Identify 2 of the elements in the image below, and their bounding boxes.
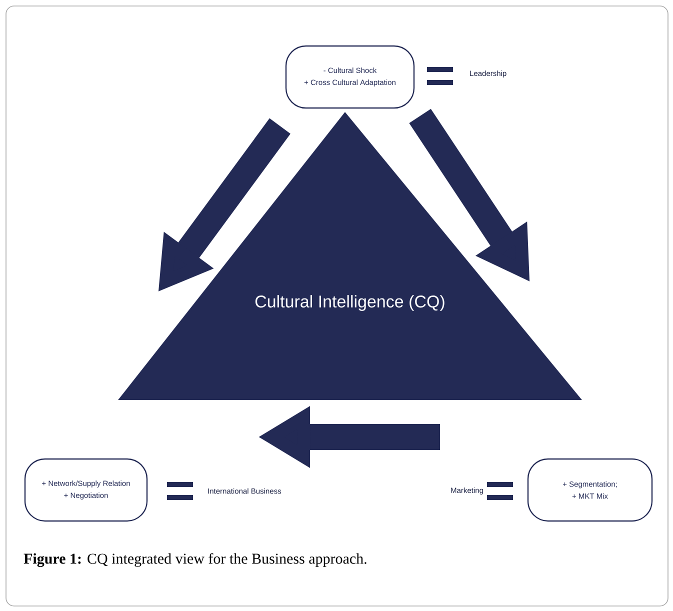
triangle: Cultural Intelligence (CQ) — [118, 112, 582, 400]
figure-caption: Figure 1: CQ integrated view for the Business approach. — [24, 553, 366, 567]
